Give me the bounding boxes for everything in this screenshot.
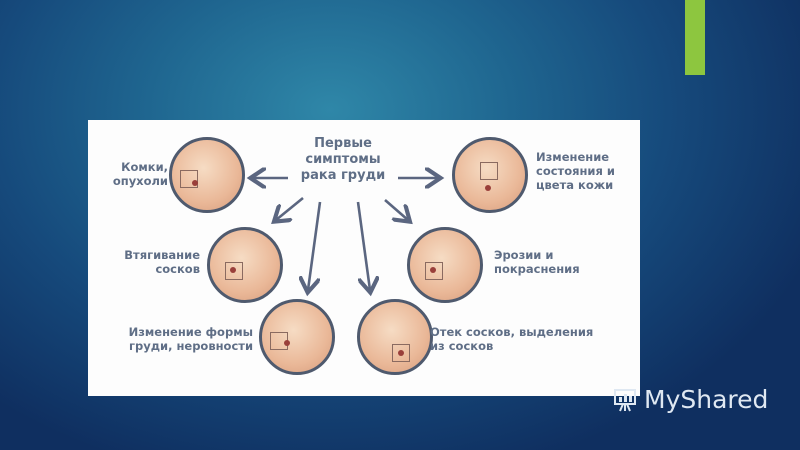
breast-illustration-4 [357,299,433,375]
breast-illustration-1 [169,137,245,213]
breast-illustration-3 [259,299,335,375]
arrow-down-center-right [356,201,370,290]
arrow-down-left [276,196,304,220]
symptom-label-retraction: Втягивание сосков [124,248,200,276]
arrow-down-center-left [308,201,322,290]
watermark: MyShared [612,385,768,414]
accent-bar [685,0,705,75]
symptom-label-lumps: Комки, опухоли [112,160,168,188]
symptoms-figure: Первые симптомы рака груди Комки, опухол… [88,120,640,396]
symptom-label-swelling: Отек сосков, выделения из сосков [430,325,594,353]
symptom-label-shape-change: Изменение формы груди, неровности [128,325,253,353]
breast-illustration-2 [207,227,283,303]
breast-illustration-5 [407,227,483,303]
presentation-board-icon [614,388,636,411]
arrows [88,120,640,396]
arrow-down-right [384,199,408,220]
breast-illustration-6 [452,137,528,213]
symptom-label-skin-change: Изменение состояния и цвета кожи [536,150,615,192]
symptom-label-erosion: Эрозии и покраснения [494,248,580,276]
figure-title: Первые симптомы рака груди [300,136,386,183]
watermark-text: MyShared [644,385,769,414]
